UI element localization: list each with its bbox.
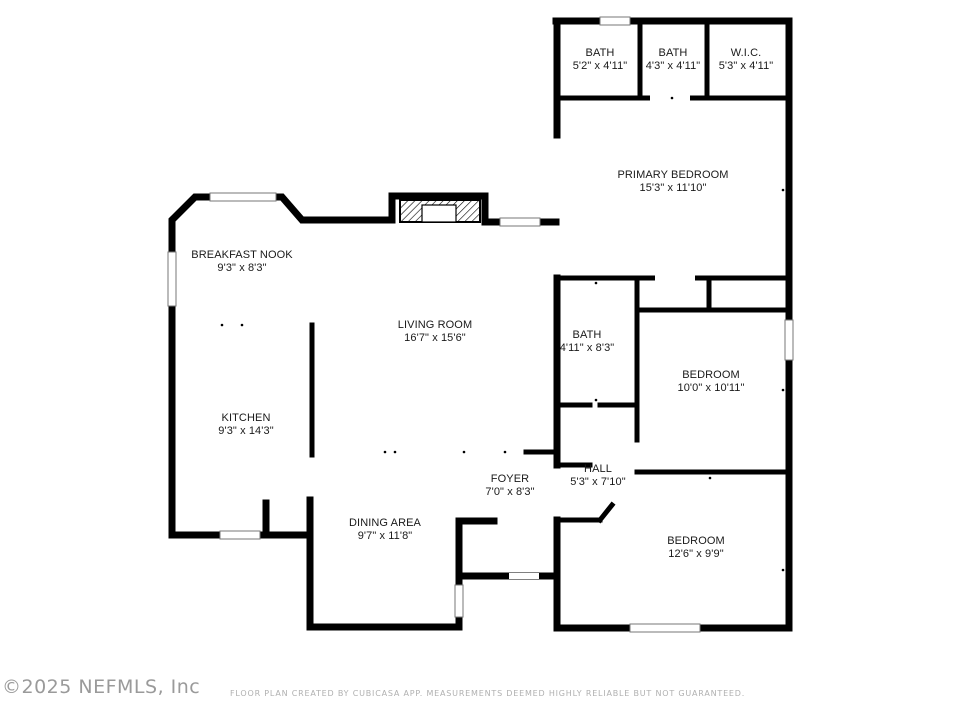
room-name: LIVING ROOM [397,319,473,331]
room-dimensions: 5'3" x 7'10" [570,476,626,488]
room-name: FOYER [490,473,530,485]
room-dimensions: 9'3" x 14'3" [218,425,274,437]
room-name: HALL [584,463,612,475]
room-name: PRIMARY BEDROOM [617,169,729,181]
room-label-bath-1: BATH 5'2" x 4'11" [573,47,628,73]
room-dimensions: 5'3" x 4'11" [718,60,774,72]
door-openings [509,95,695,579]
interior-walls [309,18,792,579]
room-label-kitchen: KITCHEN 9'3" x 14'3" [218,412,273,438]
room-dimensions: 12'6" x 9'9" [668,548,724,560]
floorplan-disclaimer: FLOOR PLAN CREATED BY CUBICASA APP. MEAS… [230,689,746,698]
room-dimensions: 10'0" x 10'11" [677,382,745,394]
room-label-bedroom-1: BEDROOM 10'0" x 10'11" [677,369,744,395]
room-dimensions: 4'11" x 8'3" [559,342,615,354]
room-name: KITCHEN [221,412,271,424]
room-dimensions: 9'7" x 11'8" [357,530,413,542]
room-label-hall: HALL 5'3" x 7'10" [570,463,625,489]
room-name: BREAKFAST NOOK [191,249,293,261]
room-label-primary-bedroom: PRIMARY BEDROOM 15'3" x 11'10" [617,169,728,195]
room-dimensions: 15'3" x 11'10" [639,182,707,194]
fireplace [399,199,481,223]
room-dimensions: 5'2" x 4'11" [572,60,628,72]
room-name: BEDROOM [682,369,740,381]
room-name: W.I.C. [730,47,762,59]
room-label-dining-area: DINING AREA 9'7" x 11'8" [349,517,421,543]
room-label-wic: W.I.C. 5'3" x 4'11" [719,47,774,73]
room-label-foyer: FOYER 7'0" x 8'3" [485,473,534,499]
room-name: BATH [572,329,602,341]
room-label-breakfast-nook: BREAKFAST NOOK 9'3" x 8'3" [191,249,292,275]
room-name: BATH [658,47,688,59]
room-dimensions: 7'0" x 8'3" [485,486,535,498]
room-name: BEDROOM [667,535,725,547]
room-label-living-room: LIVING ROOM 16'7" x 15'6" [398,319,472,345]
windows [167,16,794,633]
room-label-bedroom-2: BEDROOM 12'6" x 9'9" [667,535,725,561]
room-label-bath-3: BATH 4'11" x 8'3" [560,329,615,355]
room-dimensions: 4'3" x 4'11" [645,60,701,72]
room-label-bath-2: BATH 4'3" x 4'11" [646,47,701,73]
room-dimensions: 16'7" x 15'6" [404,332,466,344]
copyright-watermark: ©2025 NEFMLS, Inc [2,676,201,698]
room-name: DINING AREA [348,517,422,529]
room-name: BATH [585,47,615,59]
room-dimensions: 9'3" x 8'3" [217,262,267,274]
dimension-ticks [220,96,785,572]
